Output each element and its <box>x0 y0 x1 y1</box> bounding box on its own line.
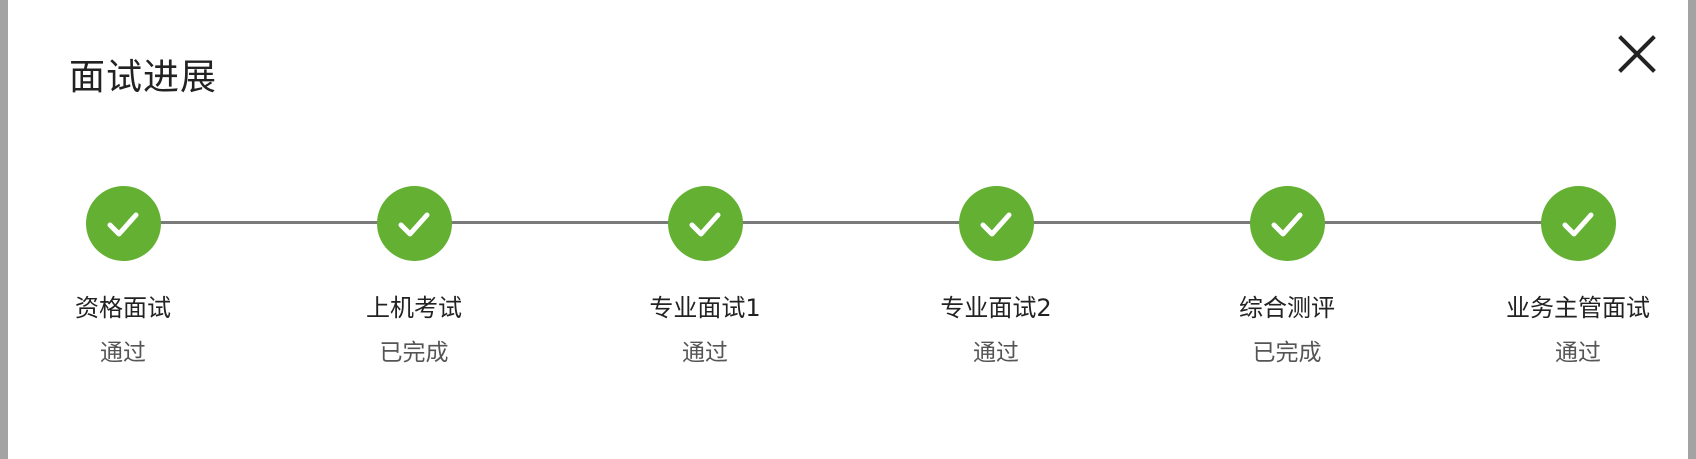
step-name: 专业面试1 <box>649 294 761 322</box>
interview-progress-dialog: 面试进展 资格面试 通过 <box>8 0 1688 459</box>
check-icon <box>1562 212 1594 236</box>
check-icon <box>689 212 721 236</box>
check-icon <box>1271 212 1303 236</box>
step-item-1: 资格面试 通过 <box>13 186 233 367</box>
step-status: 通过 <box>682 340 728 366</box>
close-button[interactable] <box>1612 29 1662 79</box>
step-item-3: 专业面试1 通过 <box>595 186 815 367</box>
step-status: 通过 <box>1555 340 1601 366</box>
check-icon <box>980 212 1012 236</box>
step-status: 已完成 <box>1252 340 1322 366</box>
progress-stepper: 资格面试 通过 上机考试 已完成 专业面试1 通 <box>8 0 1688 459</box>
step-complete-badge <box>376 186 452 261</box>
step-item-6: 业务主管面试 通过 <box>1468 186 1688 367</box>
step-item-2: 上机考试 已完成 <box>304 186 524 367</box>
step-status: 通过 <box>100 340 146 366</box>
step-name: 综合测评 <box>1239 294 1335 322</box>
step-complete-badge <box>85 186 161 261</box>
step-name: 资格面试 <box>75 294 171 322</box>
step-item-5: 综合测评 已完成 <box>1177 186 1397 367</box>
step-status: 已完成 <box>379 340 449 366</box>
step-item-4: 专业面试2 通过 <box>886 186 1106 367</box>
check-icon <box>107 212 139 236</box>
close-icon <box>1618 35 1656 73</box>
step-name: 上机考试 <box>366 294 462 322</box>
backdrop-edge-right <box>1688 0 1696 459</box>
step-connector <box>124 221 1579 224</box>
step-complete-badge <box>667 186 743 261</box>
step-complete-badge <box>1249 186 1325 261</box>
check-icon <box>398 212 430 236</box>
dialog-title: 面试进展 <box>69 57 218 98</box>
step-status: 通过 <box>973 340 1019 366</box>
step-name: 专业面试2 <box>940 294 1052 322</box>
step-complete-badge <box>1540 186 1616 261</box>
step-name: 业务主管面试 <box>1506 294 1650 322</box>
backdrop-edge-left <box>0 0 8 459</box>
step-complete-badge <box>958 186 1034 261</box>
